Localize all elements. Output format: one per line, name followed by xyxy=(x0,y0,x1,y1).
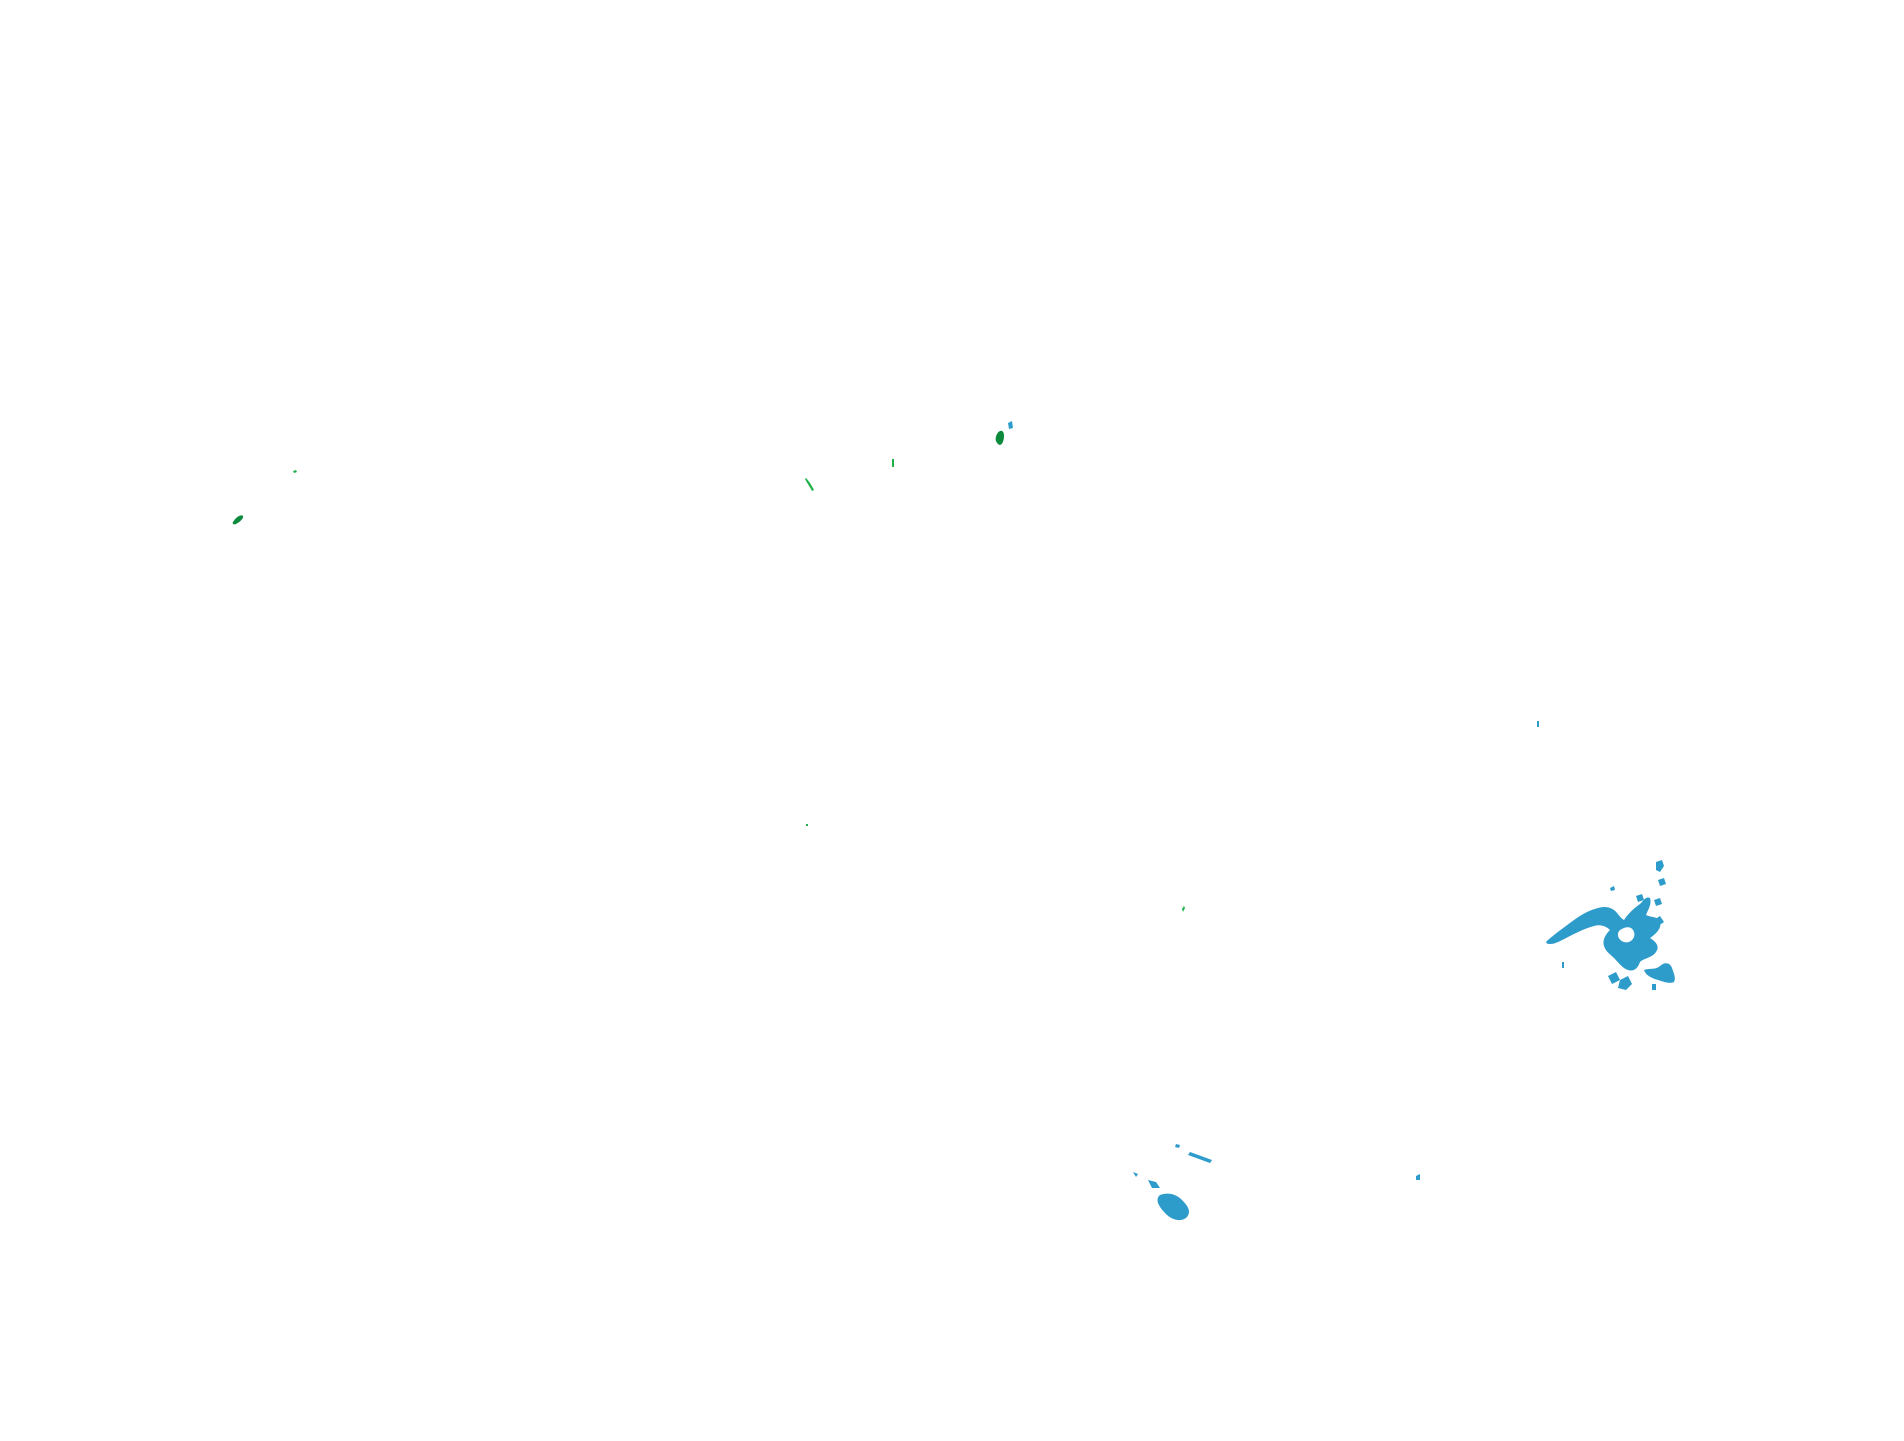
blue-feature[interactable] xyxy=(1610,886,1615,891)
blue-feature[interactable] xyxy=(1644,963,1675,983)
blue-feature[interactable] xyxy=(1656,860,1664,872)
green-feature[interactable] xyxy=(806,824,808,826)
blue-feature[interactable] xyxy=(1618,976,1632,990)
blue-feature[interactable] xyxy=(1416,1174,1420,1180)
blue-feature[interactable] xyxy=(1654,916,1664,926)
blue-feature[interactable] xyxy=(1652,984,1656,990)
green-feature[interactable] xyxy=(805,478,814,491)
green-feature-layer xyxy=(232,430,1185,912)
blue-feature[interactable] xyxy=(1008,421,1013,429)
blue-feature[interactable] xyxy=(1537,721,1539,727)
blue-feature[interactable] xyxy=(1188,1152,1212,1163)
blue-feature[interactable] xyxy=(1617,927,1635,943)
blue-feature[interactable] xyxy=(1148,1180,1160,1188)
green-feature[interactable] xyxy=(232,515,244,525)
blue-feature[interactable] xyxy=(1546,897,1661,971)
green-feature[interactable] xyxy=(892,459,894,467)
blue-feature[interactable] xyxy=(1562,962,1564,968)
blue-feature[interactable] xyxy=(1612,948,1620,958)
green-feature[interactable] xyxy=(293,470,297,473)
green-feature[interactable] xyxy=(995,430,1004,445)
blue-feature[interactable] xyxy=(1658,878,1666,886)
blue-feature[interactable] xyxy=(1133,1172,1138,1177)
blue-feature[interactable] xyxy=(1157,1193,1189,1221)
blue-feature[interactable] xyxy=(1175,1144,1180,1148)
blue-feature-layer xyxy=(1008,421,1675,1221)
blue-feature[interactable] xyxy=(1608,972,1620,984)
green-feature[interactable] xyxy=(1182,906,1185,912)
blue-feature[interactable] xyxy=(1654,898,1662,906)
blue-feature[interactable] xyxy=(1644,944,1652,952)
blue-feature[interactable] xyxy=(1636,894,1644,902)
